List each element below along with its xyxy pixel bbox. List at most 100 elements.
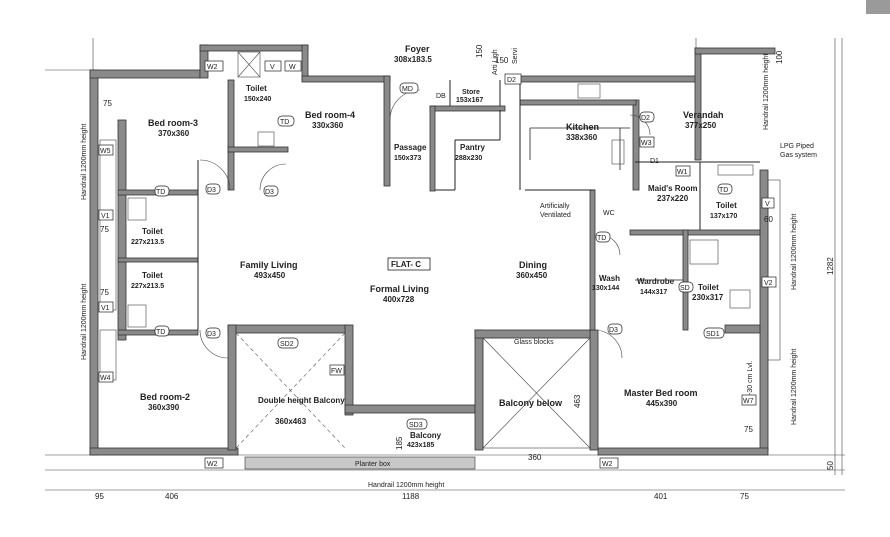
window-tag-w7: W7 [741, 394, 757, 406]
door-tag-sd2: SD2 [277, 337, 299, 349]
room-store: Store 153x167 [456, 89, 483, 104]
dim-95-bottom: 95 [95, 492, 104, 501]
door-tag-sd-toilet: SD [678, 281, 694, 293]
ventilator-tag-v: V [264, 60, 282, 72]
svg-text:TD: TD [719, 187, 728, 194]
svg-text:MD: MD [402, 86, 413, 93]
svg-text:227x213.5: 227x213.5 [131, 239, 164, 246]
room-balcony-below: Balcony below [499, 398, 563, 408]
svg-text:Passage: Passage [394, 143, 427, 152]
svg-text:FW: FW [331, 368, 342, 375]
svg-text:Ventilated: Ventilated [540, 212, 571, 219]
svg-text:TD: TD [280, 119, 289, 126]
note-handrail-right: Handrail 1200mm height [791, 214, 798, 290]
dim-75-top-left: 75 [103, 99, 112, 108]
svg-text:V1: V1 [101, 305, 110, 312]
door-tag-sd3: SD3 [406, 418, 428, 430]
svg-text:230x317: 230x317 [692, 293, 724, 302]
note-handrail-verandah: Handrail 1200mm height [763, 54, 770, 130]
door-tag-sd1: SD1 [703, 327, 725, 339]
svg-text:493x450: 493x450 [254, 271, 286, 280]
note-servi: Servi [512, 48, 519, 64]
svg-text:Balcony: Balcony [410, 431, 442, 440]
svg-text:Kitchen: Kitchen [566, 122, 599, 132]
svg-text:Verandah: Verandah [683, 110, 724, 120]
door-tag-d3-b: D3 [263, 185, 279, 197]
svg-text:D3: D3 [609, 327, 618, 334]
svg-text:W1: W1 [677, 169, 688, 176]
note-level: -30 cm Lvl. [747, 361, 754, 395]
room-verandah: Verandah 377x250 [683, 110, 724, 130]
door-tag-d3-a: D3 [205, 183, 221, 195]
svg-text:150x373: 150x373 [394, 155, 421, 162]
svg-text:TD: TD [597, 235, 606, 242]
note-handrail-left-top: Handrail 1200mm height [81, 124, 88, 200]
dim-75-bottom: 75 [740, 492, 749, 501]
window-tag-w2-bottom-right: W2 [599, 457, 619, 469]
svg-text:V1: V1 [101, 213, 110, 220]
window-tag-w5: W5 [98, 144, 114, 156]
svg-text:W: W [289, 64, 296, 71]
svg-text:W2: W2 [602, 461, 613, 468]
door-tag-md: MD [399, 82, 419, 94]
svg-text:423x185: 423x185 [407, 442, 434, 449]
svg-text:Family Living: Family Living [240, 260, 298, 270]
svg-text:360x390: 360x390 [148, 403, 180, 412]
door-tag-db: DB [436, 93, 446, 100]
dim-185: 185 [395, 436, 404, 450]
svg-text:Foyer: Foyer [405, 44, 430, 54]
door-tag-td-l2: TD [154, 325, 170, 337]
room-double-height-balcony: Double height Balcony 360x463 [258, 396, 345, 426]
room-maids: Maid's Room 237x220 [648, 184, 697, 203]
svg-text:V: V [270, 64, 275, 71]
window-tag-w1: W1 [675, 165, 691, 177]
flat-label: FLAT- C [387, 257, 431, 271]
dim-150-top: 150 [495, 56, 509, 65]
svg-text:D3: D3 [207, 331, 216, 338]
room-balcony: Balcony 423x185 [407, 431, 442, 449]
svg-text:360x450: 360x450 [516, 271, 548, 280]
svg-text:Bed room-4: Bed room-4 [305, 110, 355, 120]
room-wardrobe: Wardrobe 144x317 [637, 277, 675, 296]
ventilator-tag-v1-b: V1 [98, 301, 114, 313]
room-bed4: Bed room-4 330x360 [305, 110, 355, 130]
dim-406-bottom: 406 [165, 492, 179, 501]
window-tag-w2-bottom-left: W2 [204, 457, 224, 469]
svg-text:Maid's Room: Maid's Room [648, 184, 697, 193]
svg-text:400x728: 400x728 [383, 295, 415, 304]
room-bed2: Bed room-2 360x390 [140, 392, 190, 412]
window-tag-w3: W3 [639, 136, 655, 148]
svg-text:Toilet: Toilet [698, 283, 719, 292]
dim-50: 50 [826, 461, 835, 470]
note-arti-light: Arti Ligh [492, 49, 499, 75]
svg-text:TD: TD [156, 189, 165, 196]
svg-text:Toilet: Toilet [142, 271, 163, 280]
room-passage: Passage 150x373 [394, 143, 427, 162]
svg-text:Wash: Wash [599, 274, 620, 283]
svg-text:W2: W2 [207, 461, 218, 468]
svg-text:Artificially: Artificially [540, 203, 570, 210]
svg-text:Double height Balcony: Double height Balcony [258, 396, 345, 405]
door-tag-td-maid: TD [717, 183, 733, 195]
svg-text:Pantry: Pantry [460, 143, 485, 152]
door-tag-td-l1: TD [154, 185, 170, 197]
svg-text:370x360: 370x360 [158, 129, 190, 138]
dim-60: 60 [764, 215, 773, 224]
door-tag-d2-kitchen: D2 [639, 111, 655, 123]
door-tag-d1: D1 [650, 158, 659, 165]
svg-text:153x167: 153x167 [456, 97, 483, 104]
svg-text:137x170: 137x170 [710, 213, 737, 220]
svg-text:W7: W7 [743, 398, 754, 405]
svg-text:Toilet: Toilet [142, 227, 163, 236]
note-handrail-left-bottom: Handrail 1200mm height [81, 284, 88, 360]
svg-text:360x463: 360x463 [275, 417, 307, 426]
dim-150-vertical: 150 [475, 44, 484, 58]
svg-text:W4: W4 [100, 375, 111, 382]
dim-463: 463 [573, 394, 582, 408]
svg-text:144x317: 144x317 [640, 289, 667, 296]
svg-text:308x183.5: 308x183.5 [394, 55, 432, 64]
room-toilet-left-1: Toilet 227x213.5 [131, 227, 164, 246]
svg-text:330x360: 330x360 [312, 121, 344, 130]
room-formal-living: Formal Living 400x728 [370, 284, 429, 304]
